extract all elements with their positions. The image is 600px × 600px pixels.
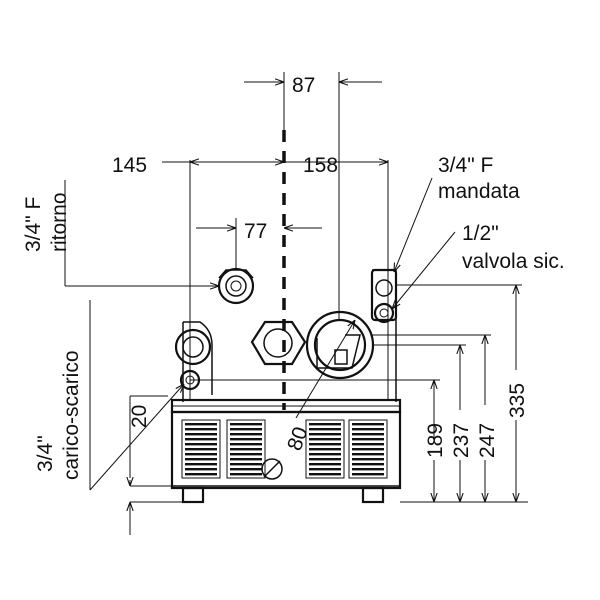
- dim-87-label: 87: [292, 74, 315, 97]
- grille-slat: [352, 428, 384, 431]
- carico-name-label: carico-scarico: [60, 350, 83, 480]
- grille-frame: [226, 419, 266, 479]
- grille-slat: [352, 453, 384, 456]
- dim-87: [244, 72, 382, 320]
- grille-slat: [230, 433, 262, 436]
- mandata-name-label: mandata: [438, 180, 520, 203]
- grille-slat: [352, 468, 384, 471]
- grille-slat: [230, 443, 262, 446]
- grille-slat: [352, 463, 384, 466]
- grille-slat: [352, 423, 384, 426]
- grille-slat: [185, 423, 217, 426]
- dim-189-label: 189: [424, 423, 447, 458]
- grille-slat: [352, 443, 384, 446]
- grille-slat: [185, 428, 217, 431]
- dim-20: [130, 395, 190, 535]
- grille-slat: [230, 438, 262, 441]
- grille-slat: [309, 443, 341, 446]
- grille-slat: [352, 438, 384, 441]
- mandata-size-label: 3/4" F: [438, 154, 493, 177]
- dim-20-label: 20: [128, 405, 151, 428]
- grille-slat: [230, 423, 262, 426]
- grille-slat: [230, 428, 262, 431]
- dim-145-label: 145: [112, 154, 147, 177]
- grille-slat: [309, 463, 341, 466]
- ritorno-size-label: 3/4" F: [22, 197, 45, 252]
- dim-237-label: 237: [450, 423, 473, 458]
- grille-slat: [309, 453, 341, 456]
- grille-slat: [185, 453, 217, 456]
- valvola-name-label: valvola sic.: [462, 250, 565, 273]
- grille-slat: [230, 448, 262, 451]
- grille-slat: [309, 433, 341, 436]
- grille-slat: [309, 458, 341, 461]
- grille-slat: [185, 438, 217, 441]
- grille-slat: [352, 448, 384, 451]
- grille-slat: [185, 433, 217, 436]
- central-fitting: [250, 320, 307, 366]
- carico-scarico-fitting: [174, 328, 212, 391]
- grille-slat: [352, 473, 384, 476]
- dim-right-stack: [372, 284, 528, 503]
- vent-grilles: [181, 419, 388, 479]
- grille-frame: [181, 419, 221, 479]
- grille-slat: [230, 458, 262, 461]
- grille-slat: [185, 443, 217, 446]
- grille-slat: [352, 458, 384, 461]
- grille-slat: [309, 468, 341, 471]
- grille-slat: [185, 463, 217, 466]
- grille-slat: [230, 453, 262, 456]
- grille-slat: [309, 473, 341, 476]
- valvola-size-label: 1/2": [462, 222, 499, 245]
- dim-80-label: 80: [283, 424, 313, 454]
- grille-frame: [348, 419, 388, 479]
- grille-slat: [185, 468, 217, 471]
- dim-80: [295, 320, 355, 419]
- dim-77-label: 77: [244, 220, 267, 243]
- dim-335-label: 335: [506, 383, 529, 418]
- grille-slat: [309, 428, 341, 431]
- grille-slat: [230, 473, 262, 476]
- grille-slat: [185, 473, 217, 476]
- carico-size-label: 3/4": [34, 435, 57, 472]
- ritorno-name-label: ritorno: [48, 192, 71, 252]
- dim-158-label: 158: [303, 154, 338, 177]
- grille-slat: [185, 458, 217, 461]
- dim-77: [196, 218, 322, 270]
- drain-symbol: [261, 458, 283, 480]
- grille-slat: [230, 463, 262, 466]
- grille-slat: [352, 433, 384, 436]
- grille-slat: [309, 438, 341, 441]
- grille-slat: [185, 448, 217, 451]
- dim-247-label: 247: [476, 423, 499, 458]
- grille-frame: [305, 419, 345, 479]
- ritorno-fitting: [217, 267, 255, 305]
- grille-slat: [309, 423, 341, 426]
- grille-slat: [230, 468, 262, 471]
- grille-slat: [309, 448, 341, 451]
- valvola-fitting: [370, 268, 398, 324]
